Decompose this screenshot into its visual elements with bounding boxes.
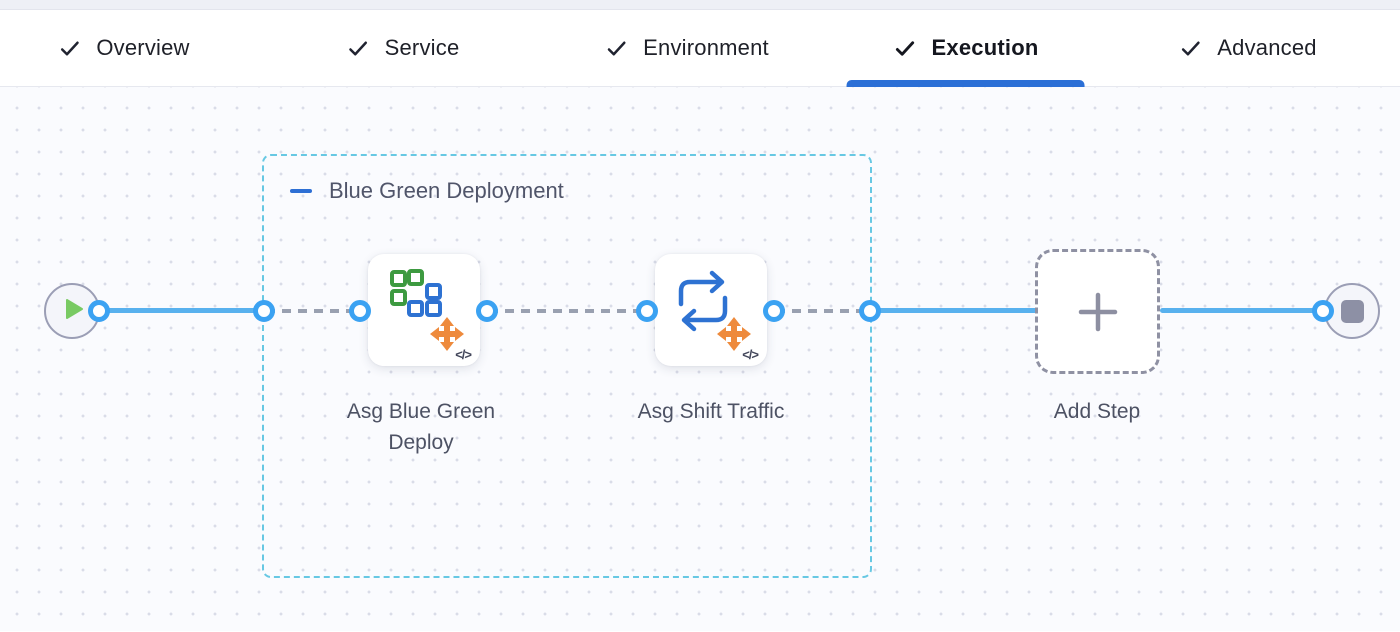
code-badge: </> [742, 347, 759, 362]
check-icon [58, 37, 81, 60]
check-icon [347, 37, 370, 60]
step-label: Asg Blue Green Deploy [346, 400, 496, 454]
collapse-group-icon[interactable] [290, 189, 312, 193]
add-step-button[interactable] [1035, 249, 1160, 374]
edge-step1-to-step2 [489, 309, 647, 313]
tab-overview[interactable]: Overview [58, 10, 189, 86]
add-step-label: Add Step [1053, 400, 1141, 423]
check-icon [1179, 37, 1202, 60]
tab-environment[interactable]: Environment [605, 10, 769, 86]
asg-blue-green-deploy-icon [390, 269, 442, 317]
tab-label: Advanced [1217, 35, 1317, 60]
edge-group-to-addstep [874, 308, 1037, 313]
edge-group-to-step1 [266, 309, 360, 313]
connector-port[interactable] [349, 300, 371, 322]
plus-icon [1078, 292, 1117, 331]
step-group-blue-green-deployment: Blue Green Deployment [262, 154, 872, 578]
connector-port[interactable] [763, 300, 785, 322]
pipeline-canvas[interactable]: Blue Green Deployment [0, 87, 1400, 631]
edge-addstep-to-end [1160, 308, 1320, 313]
check-icon [894, 37, 917, 60]
tab-label: Execution [931, 35, 1039, 60]
step-node-asg-blue-green-deploy[interactable]: </> [368, 254, 480, 366]
step-node-asg-shift-traffic[interactable]: </> [655, 254, 767, 366]
code-badge: </> [455, 347, 472, 362]
tab-execution[interactable]: Execution [847, 10, 1085, 87]
top-strip [0, 0, 1400, 10]
move-arrows-icon [430, 317, 464, 351]
edge-start-to-group [100, 308, 264, 313]
connector-port[interactable] [88, 300, 110, 322]
connector-port[interactable] [253, 300, 275, 322]
move-arrows-icon [717, 317, 751, 351]
step-group-header: Blue Green Deployment [290, 178, 564, 204]
check-icon [605, 37, 628, 60]
edge-step2-to-group [776, 309, 870, 313]
stop-icon [1340, 299, 1364, 323]
connector-port[interactable] [1312, 300, 1334, 322]
step-label: Asg Shift Traffic [637, 400, 785, 423]
step-group-title: Blue Green Deployment [329, 178, 564, 203]
active-tab-underline [847, 80, 1085, 87]
stage-config-tabbar: Overview Service Environment Execution A… [0, 10, 1400, 87]
play-icon [59, 296, 85, 327]
connector-port[interactable] [636, 300, 658, 322]
tab-label: Overview [96, 35, 190, 60]
tab-service[interactable]: Service [347, 10, 460, 86]
tab-label: Environment [643, 35, 769, 60]
connector-port[interactable] [859, 300, 881, 322]
connector-port[interactable] [476, 300, 498, 322]
asg-shift-traffic-icon [678, 270, 728, 332]
tab-label: Service [384, 35, 460, 60]
tab-advanced[interactable]: Advanced [1179, 10, 1317, 86]
